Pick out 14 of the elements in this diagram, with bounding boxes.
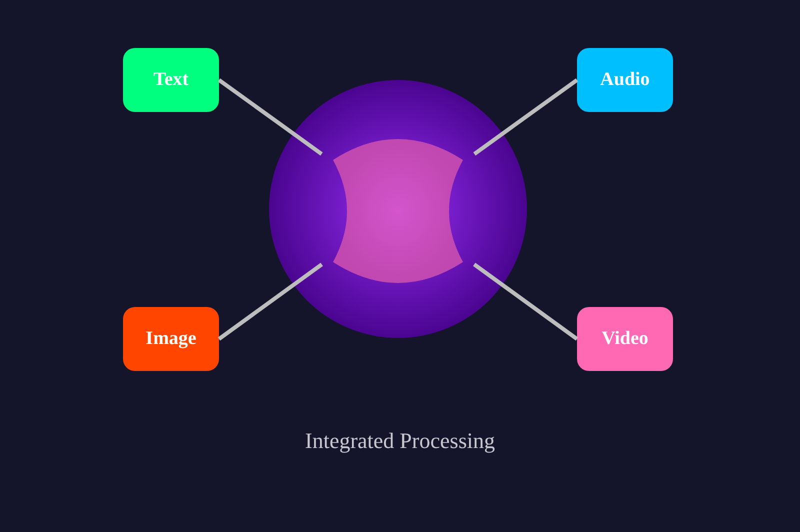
- modality-box: [577, 48, 673, 112]
- node-label: Text: [153, 69, 189, 91]
- node-label: Audio: [600, 69, 650, 91]
- modality-box: [123, 307, 219, 371]
- node-label: Video: [602, 328, 648, 350]
- modality-box: [577, 307, 673, 371]
- connector-line: [218, 78, 323, 156]
- connector-line: [473, 262, 578, 341]
- modality-box: [123, 48, 219, 112]
- sphere-drawing: [269, 80, 527, 338]
- connector-line: [473, 78, 578, 156]
- node-label: Image: [146, 328, 196, 350]
- connector-line: [218, 262, 323, 341]
- caption: Integrated Processing: [305, 428, 495, 453]
